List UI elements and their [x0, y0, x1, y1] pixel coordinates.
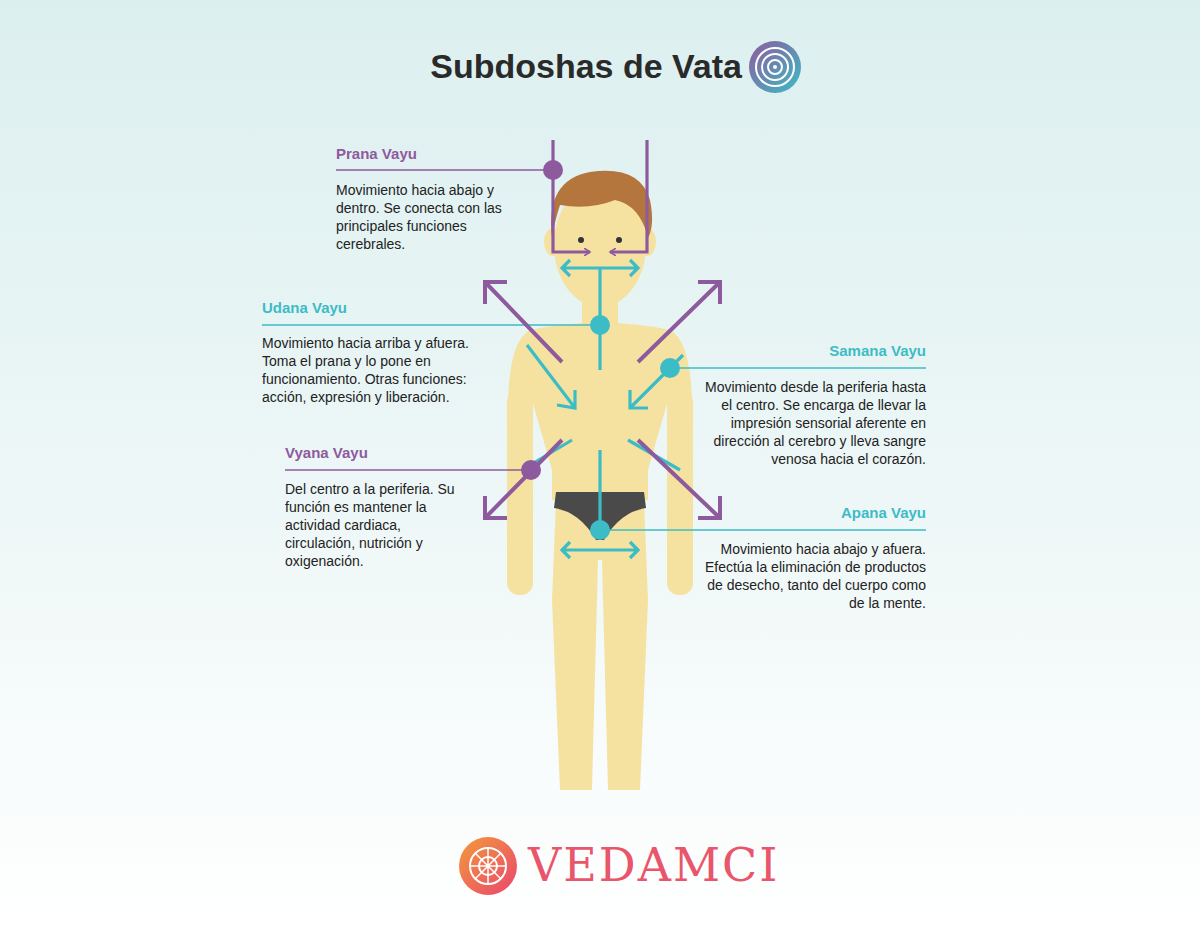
spiral-icon — [749, 41, 801, 93]
samana-arrows — [522, 345, 926, 470]
callout-body: Del centro a la periferia. Su función es… — [285, 480, 471, 570]
callout-body: Movimiento hacia abajo y dentro. Se cone… — [336, 181, 536, 253]
callout-body: Movimiento hacia arriba y afuera. Toma e… — [262, 334, 504, 406]
callout-heading: Udana Vayu — [262, 299, 502, 316]
callout-heading: Vyana Vayu — [285, 444, 505, 461]
callout-heading: Samana Vayu — [706, 342, 926, 359]
logo-mandala — [459, 837, 517, 895]
callout-heading: Apana Vayu — [706, 504, 926, 521]
callout-heading: Prana Vayu — [336, 145, 556, 162]
human-figure — [507, 171, 693, 790]
prana-arrows — [336, 140, 647, 252]
logo-text: VEDAMCI — [528, 838, 779, 892]
vyana-upper-arrows — [485, 282, 720, 362]
title: Subdoshas de Vata — [430, 47, 742, 86]
callout-body: Movimiento hacia abajo y afuera. Efectúa… — [696, 540, 926, 612]
callout-body: Movimiento desde la periferia hasta el c… — [691, 378, 926, 468]
